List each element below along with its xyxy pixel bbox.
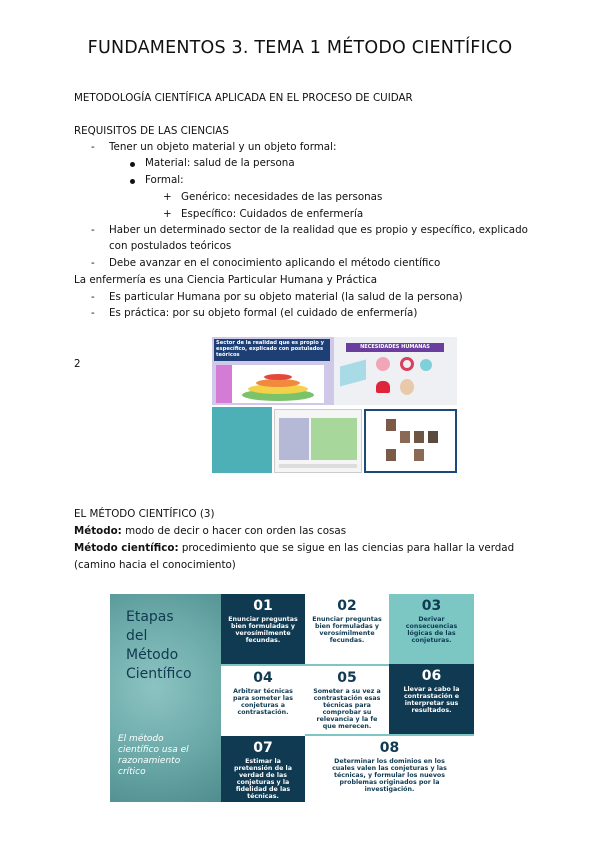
plus-bullet: + [163, 191, 172, 203]
collage-panel-needs: NECESIDADES HUMANAS [334, 337, 457, 405]
section-heading: METODOLOGÍA CIENTÍFICA APLICADA EN EL PR… [74, 92, 413, 104]
collage-block [232, 365, 324, 403]
collage-panel-photos [364, 409, 457, 473]
step-card: 02 Enunciar preguntas bien formuladas y … [305, 594, 389, 664]
dash-bullet: - [91, 224, 95, 236]
title-line: Científico [126, 666, 192, 682]
dash-bullet: - [91, 307, 95, 319]
step-card: 04 Arbitrar técnicas para someter las co… [221, 664, 305, 734]
step-text: Llevar a cabo la contrastación e interpr… [403, 686, 460, 714]
collage-banner: NECESIDADES HUMANAS [346, 343, 444, 352]
step-number: 07 [253, 740, 273, 756]
subtitle-line: científico usa el [118, 745, 189, 755]
dot-bullet [130, 179, 135, 184]
photo-icon [386, 449, 396, 461]
step-text: Someter a su vez a contrastación esas té… [313, 688, 381, 730]
term: Método: [74, 525, 122, 537]
subtitle-line: crítico [118, 767, 146, 777]
dash-bullet: - [91, 141, 95, 153]
circle-icon [400, 357, 414, 371]
list-item: Formal: [145, 174, 184, 186]
step-text: Estimar la pretensión de la verdad de la… [234, 758, 292, 800]
photo-icon [400, 431, 410, 443]
step-text: Derivar consecuencias lógicas de las con… [405, 616, 458, 644]
step-text: Enunciar preguntas bien formuladas y ver… [312, 616, 382, 644]
step-card: 01 Enunciar preguntas bien formuladas y … [221, 594, 305, 664]
list-item: Tener un objeto material y un objeto for… [109, 141, 337, 153]
person-icon [400, 379, 414, 395]
definition-metodo: Método: modo de decir o hacer con orden … [74, 525, 346, 538]
step-card: 06 Llevar a cabo la contrastación e inte… [389, 664, 474, 734]
plus-bullet: + [163, 208, 172, 220]
pyramid-graphic [242, 374, 314, 401]
subtitle-line: El método [118, 734, 164, 744]
photo-icon [428, 431, 438, 443]
step-card: 05 Someter a su vez a contrastación esas… [305, 664, 389, 734]
title-line: del [126, 628, 148, 644]
arrow-graphic [340, 359, 366, 387]
title-line: Etapas [126, 609, 174, 625]
footer-block [279, 464, 357, 468]
step-text: Arbitrar técnicas para someter las conje… [233, 688, 293, 716]
paragraph: La enfermería es una Ciencia Particular … [74, 274, 378, 286]
page-title: FUNDAMENTOS 3. TEMA 1 MÉTODO CIENTÍFICO [87, 38, 513, 58]
infographic: Etapas del Método Científico El método c… [110, 594, 474, 802]
list-item: con postulados teóricos [109, 240, 232, 252]
dot-bullet [130, 162, 135, 167]
list-item: Debe avanzar en el conocimiento aplicand… [109, 257, 441, 269]
definition-continuation: (camino hacia el conocimiento) [74, 559, 236, 571]
step-number: 04 [253, 670, 273, 686]
step-card: 07 Estimar la pretensión de la verdad de… [221, 734, 305, 802]
step-card: 03 Derivar consecuencias lógicas de las … [389, 594, 474, 664]
step-text: Determinar los dominios en los cuales va… [332, 758, 447, 793]
infographic-title-panel: Etapas del Método Científico El método c… [110, 594, 221, 802]
requisites-heading: REQUISITOS DE LAS CIENCIAS [74, 125, 229, 137]
infographic-subtitle: El método científico usa el razonamiento… [118, 734, 189, 778]
step-number: 03 [421, 598, 442, 614]
face-icon [420, 359, 432, 371]
collage-panel-table [274, 409, 362, 473]
list-item: Es práctica: por su objeto formal (el cu… [109, 307, 418, 319]
section-heading: EL MÉTODO CIENTÍFICO (3) [74, 508, 215, 520]
step-number: 01 [253, 598, 273, 614]
dash-bullet: - [91, 291, 95, 303]
photo-icon [414, 431, 424, 443]
collage-side-block [212, 407, 272, 473]
list-item: Genérico: necesidades de las personas [181, 191, 383, 203]
step-number: 06 [421, 668, 442, 684]
list-item: Haber un determinado sector de la realid… [109, 224, 528, 236]
subtitle-line: razonamiento [118, 756, 181, 766]
heart-icon [376, 381, 390, 393]
collage-image: Sector de la realidad que es propio y es… [212, 337, 457, 474]
list-item: Es particular Humana por su objeto mater… [109, 291, 463, 303]
collage-caption: Sector de la realidad que es propio y es… [214, 339, 330, 361]
person-icon [376, 357, 390, 371]
list-item: Específico: Cuidados de enfermería [181, 208, 364, 220]
photo-icon [414, 449, 424, 461]
list-item: Material: salud de la persona [145, 157, 295, 169]
step-number: 02 [337, 598, 357, 614]
figure-number: 2 [74, 358, 81, 370]
term: Método científico: [74, 542, 179, 554]
title-line: Método [126, 647, 179, 663]
step-text: Enunciar preguntas bien formuladas y ver… [228, 616, 298, 644]
step-number: 08 [379, 740, 400, 756]
step-card: 08 Determinar los dominios en los cuales… [305, 734, 474, 802]
dash-bullet: - [91, 257, 95, 269]
table-block [311, 418, 357, 460]
definition-text: modo de decir o hacer con orden las cosa… [121, 525, 347, 537]
step-number: 05 [337, 670, 357, 686]
collage-panel-pyramid: Sector de la realidad que es propio y es… [212, 337, 334, 405]
definition-text: procedimiento que se sigue en las cienci… [178, 542, 515, 554]
photo-block [279, 418, 309, 460]
photo-icon [386, 419, 396, 431]
infographic-title: Etapas del Método Científico [126, 608, 192, 684]
definition-metodo-cientifico: Método científico: procedimiento que se … [74, 542, 514, 555]
